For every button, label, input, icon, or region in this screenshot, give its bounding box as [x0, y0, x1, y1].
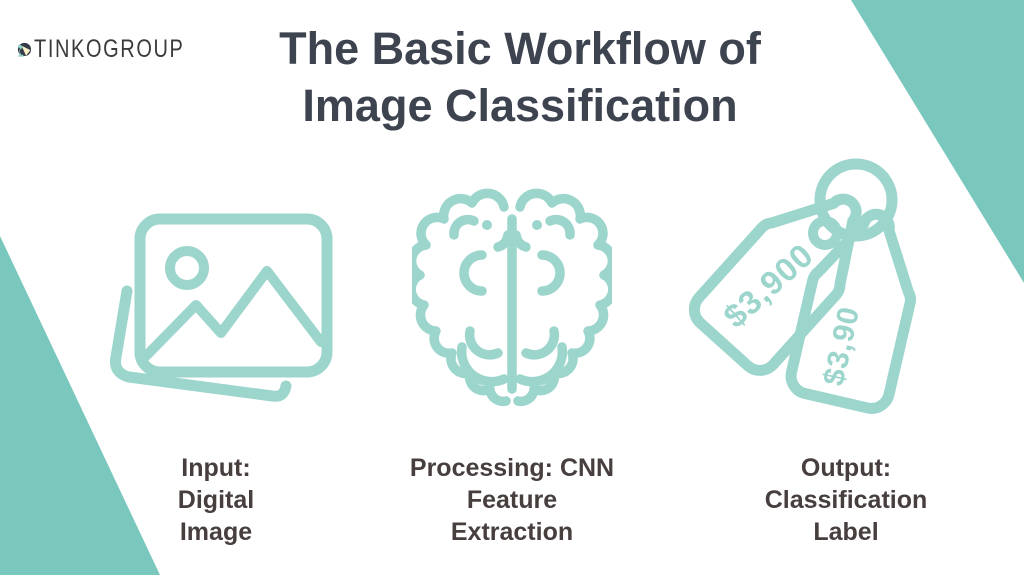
label-line: Input:: [181, 454, 251, 482]
label-line: Image: [179, 518, 253, 546]
price-tags-icon: $3,90 $3,900: [660, 158, 930, 440]
step-label-output: Output: Classification Label: [696, 452, 996, 548]
step-label-processing: Processing: CNN Feature Extraction: [362, 452, 662, 548]
label-line: Output:: [800, 454, 892, 482]
digital-image-icon: [110, 213, 333, 402]
brain-icon: [412, 183, 612, 425]
title-line-2: Image Classification: [302, 80, 738, 131]
brand-logo: TINKOGROUP: [12, 6, 222, 92]
desk-lamp-icon: [17, 42, 32, 57]
step-label-input: Input: Digital Image: [66, 452, 366, 548]
label-line: Feature: [466, 486, 558, 514]
label-line: Label: [813, 518, 879, 546]
title-line-1: The Basic Workflow of: [279, 23, 761, 74]
label-line: Classification: [764, 486, 928, 514]
label-line: Digital: [177, 486, 255, 514]
page-title: The Basic Workflow of Image Classificati…: [270, 20, 770, 134]
label-line: Extraction: [450, 518, 574, 546]
back-tag-price: $3,90: [817, 303, 866, 388]
label-line: Processing: CNN: [409, 454, 615, 482]
brand-name: TINKOGROUP: [33, 34, 185, 63]
